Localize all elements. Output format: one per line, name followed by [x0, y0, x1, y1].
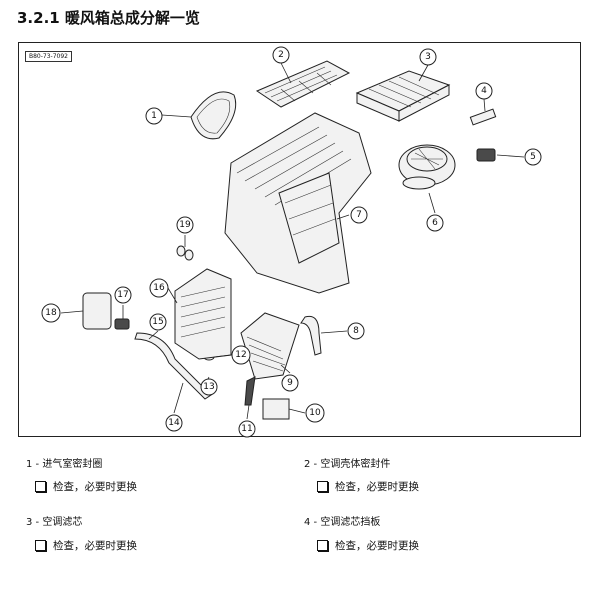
- svg-text:3: 3: [425, 52, 431, 62]
- legend-action-2: 检查，必要时更换: [317, 479, 419, 494]
- checkbox-icon: [35, 540, 46, 551]
- callout-13: 13: [200, 378, 218, 396]
- callout-4: 4: [475, 82, 493, 100]
- legend-action-4: 检查，必要时更换: [317, 538, 419, 553]
- filter-baffle-part: [469, 108, 497, 126]
- callout-2: 2: [272, 46, 290, 64]
- legend-action-1: 检查，必要时更换: [35, 479, 137, 494]
- heater-core-part: [240, 312, 300, 380]
- legend-part-name: 空调滤芯挡板: [320, 517, 381, 528]
- legend-item-4: 4 - 空调滤芯挡板: [304, 513, 380, 528]
- legend-part-name: 进气室密封圈: [42, 459, 103, 470]
- exploded-view-figure: B80-73-7092: [18, 42, 581, 438]
- svg-text:8: 8: [353, 326, 359, 336]
- svg-text:12: 12: [235, 350, 246, 360]
- blower-motor-part: [398, 144, 456, 190]
- seal-rings-part: [176, 245, 194, 261]
- legend-part-name: 空调壳体密封件: [320, 459, 391, 470]
- legend-action-text: 检查，必要时更换: [53, 540, 137, 552]
- legend-action-3: 检查，必要时更换: [35, 538, 137, 553]
- svg-text:17: 17: [117, 290, 128, 300]
- callout-10: 10: [305, 403, 325, 423]
- svg-text:10: 10: [309, 408, 321, 418]
- legend-action-text: 检查，必要时更换: [53, 481, 137, 493]
- connector-part: [476, 148, 496, 162]
- legend-number: 4 -: [304, 517, 318, 528]
- housing-seal-part: [255, 60, 351, 108]
- temperature-sensor-part: [244, 376, 256, 406]
- exploded-view-drawing: 1 2 3 4 5 6 7 8 9 10 11 12 13 14 15 16 1…: [41, 46, 542, 438]
- svg-text:16: 16: [153, 283, 165, 293]
- page-title: 3.2.1 暖风箱总成分解一览: [17, 9, 200, 27]
- svg-text:11: 11: [241, 424, 252, 434]
- plug-part: [114, 318, 130, 330]
- callout-19: 19: [176, 216, 194, 234]
- svg-text:19: 19: [179, 220, 191, 230]
- svg-text:15: 15: [152, 317, 163, 327]
- callout-14: 14: [165, 414, 183, 432]
- callout-18: 18: [41, 303, 61, 323]
- svg-text:9: 9: [287, 378, 293, 388]
- callout-9: 9: [281, 374, 299, 392]
- svg-text:7: 7: [356, 210, 362, 220]
- callout-5: 5: [524, 148, 542, 166]
- svg-text:5: 5: [530, 152, 536, 162]
- legend-item-1: 1 - 进气室密封圈: [26, 455, 102, 470]
- legend-number: 3 -: [26, 517, 40, 528]
- callout-6: 6: [426, 214, 444, 232]
- checkbox-icon: [317, 540, 328, 551]
- legend-number: 1 -: [26, 459, 40, 470]
- callout-8: 8: [347, 322, 365, 340]
- callout-16: 16: [149, 278, 169, 298]
- checkbox-icon: [35, 481, 46, 492]
- intake-seal-ring-part: [190, 91, 237, 140]
- svg-text:1: 1: [151, 111, 157, 121]
- svg-text:13: 13: [203, 382, 214, 392]
- checkbox-icon: [317, 481, 328, 492]
- callout-11: 11: [238, 420, 256, 438]
- svg-text:4: 4: [481, 86, 487, 96]
- drain-hose-part: [300, 315, 322, 356]
- evaporator-part: [174, 268, 232, 360]
- cabin-filter-part: [355, 70, 451, 122]
- callout-1: 1: [145, 107, 163, 125]
- actuator-part: [262, 398, 290, 420]
- svg-text:2: 2: [278, 50, 284, 60]
- callout-17: 17: [114, 286, 132, 304]
- svg-text:18: 18: [45, 308, 57, 318]
- control-panel-part: [82, 292, 112, 330]
- figure-code: B80-73-7092: [25, 51, 72, 62]
- callout-15: 15: [149, 313, 167, 331]
- legend-action-text: 检查，必要时更换: [335, 540, 419, 552]
- callout-7: 7: [350, 206, 368, 224]
- callout-12: 12: [231, 345, 251, 365]
- callout-3: 3: [419, 48, 437, 66]
- legend-part-name: 空调滤芯: [42, 517, 83, 528]
- legend-number: 2 -: [304, 459, 318, 470]
- legend-action-text: 检查，必要时更换: [335, 481, 419, 493]
- svg-text:14: 14: [168, 418, 180, 428]
- legend-item-3: 3 - 空调滤芯: [26, 513, 82, 528]
- hvac-housing-part: [224, 112, 372, 294]
- svg-text:6: 6: [432, 218, 438, 228]
- legend-item-2: 2 - 空调壳体密封件: [304, 455, 390, 470]
